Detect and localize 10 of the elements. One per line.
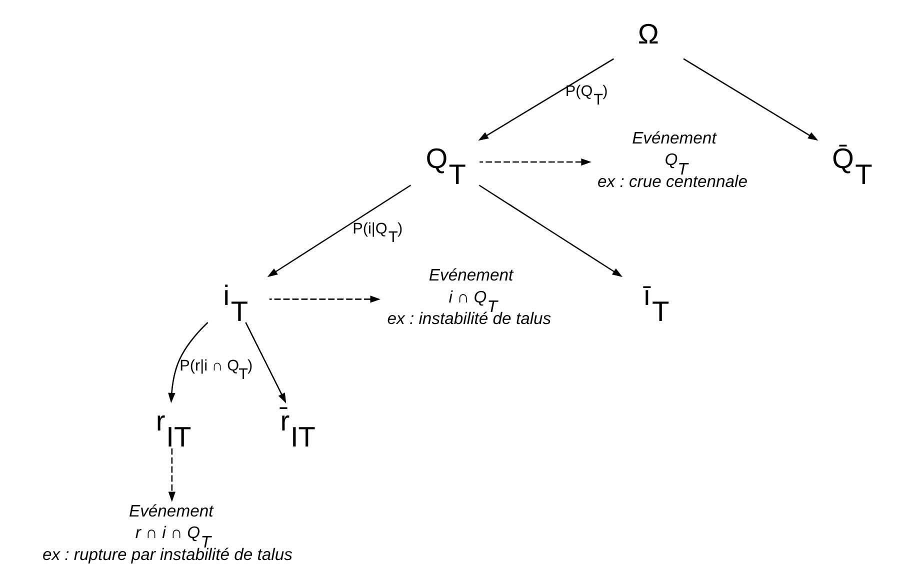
arrow — [267, 184, 412, 278]
arrow — [478, 58, 614, 141]
node-text: Ω — [638, 18, 659, 50]
arrow — [683, 58, 818, 141]
arrow — [168, 322, 208, 404]
arrow — [245, 322, 286, 404]
arrow — [168, 448, 176, 502]
arrow — [478, 184, 623, 278]
arrow — [480, 158, 592, 166]
arrow — [269, 296, 380, 303]
